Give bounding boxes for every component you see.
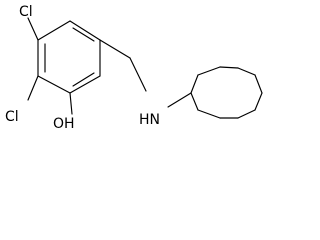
bond-ring-top-right: [69, 20, 101, 41]
bond-cyclooctane-6: [254, 92, 263, 111]
molecule-structure: Cl Cl OH HN: [5, 4, 263, 132]
atom-labels: Cl Cl OH HN: [5, 4, 160, 132]
bond-ring-bottom-left: [37, 75, 71, 94]
hydroxyl-label: OH: [53, 116, 75, 132]
bond-cyclooctane-5: [254, 74, 263, 94]
bond-methylene: [99, 39, 131, 59]
bond-cyclooctane-1: [190, 74, 199, 94]
bond-cyclooctane-7: [237, 109, 256, 119]
bond-ring-inner-bottom-right: [72, 72, 95, 87]
amine-label: HN: [139, 112, 160, 128]
bond-ring-top-left: [37, 20, 71, 41]
bond-ring-bottom-right: [69, 75, 101, 94]
chlorine-bottom-label: Cl: [5, 109, 19, 125]
chlorine-top-label: Cl: [19, 4, 33, 20]
bond-cyclooctane-10: [190, 92, 199, 111]
bond-chlorine-bottom: [27, 75, 39, 101]
bond-cyclooctane-2: [197, 66, 221, 76]
bond-methylene-to-amine: [129, 57, 147, 92]
bond-lines: [27, 17, 263, 119]
bond-amine-to-cyclooctyl: [167, 92, 192, 108]
bond-chlorine-top: [27, 17, 39, 41]
bond-cyclooctane-3: [219, 66, 239, 69]
bond-cyclooctane-4: [237, 67, 256, 76]
bond-ring-inner-top-right: [72, 27, 95, 42]
bond-cyclooctane-9: [197, 109, 221, 119]
bond-hydroxyl: [69, 92, 73, 115]
